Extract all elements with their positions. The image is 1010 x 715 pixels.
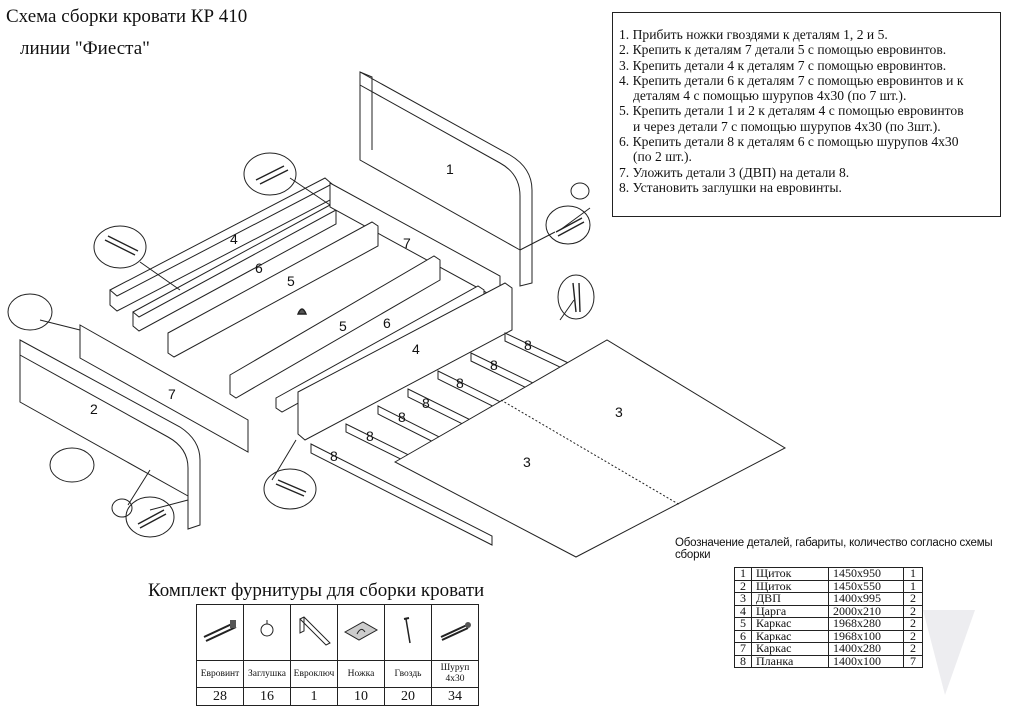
center-board-a <box>167 221 379 358</box>
part-label-8: 8 <box>524 337 532 353</box>
hardware-name: Евроключ <box>290 660 338 688</box>
part-label-5: 5 <box>287 273 295 289</box>
instruction-line: 2. Крепить к деталям 7 детали 5 с помощь… <box>619 42 947 58</box>
instruction-line: 3. Крепить детали 4 к деталям 7 с помощь… <box>619 57 947 73</box>
part-label-6: 6 <box>255 260 263 276</box>
part-label-4: 4 <box>230 231 238 247</box>
part-label-8: 8 <box>456 375 464 391</box>
parts-cell-dim: 1400х100 <box>828 654 904 668</box>
headboard-panel <box>359 71 533 287</box>
instruction-line: и через детали 7 с помощью шурупов 4х30 … <box>633 118 941 134</box>
instruction-line: 4. Крепить детали 6 к деталям 7 с помощь… <box>619 72 964 88</box>
hardware-title: Комплект фурнитуры для сборки кровати <box>148 580 485 601</box>
instruction-line: 5. Крепить детали 1 и 2 к деталям 4 с по… <box>619 103 964 119</box>
part-label-3: 3 <box>615 404 623 420</box>
hardware-name: Евровинт <box>196 660 244 688</box>
leg-icon <box>49 447 95 483</box>
watermark-icon <box>923 610 975 695</box>
hex-key-icon <box>290 604 338 661</box>
leg-icon <box>337 604 385 661</box>
hardware-qty: 16 <box>243 687 291 706</box>
parts-cell-q: 7 <box>903 654 923 668</box>
parts-cell-n: 8 <box>734 654 752 668</box>
hardware-qty: 20 <box>384 687 432 706</box>
part-label-6: 6 <box>383 315 391 331</box>
eurobolt-icon <box>196 604 244 661</box>
part-label-8: 8 <box>398 409 406 425</box>
eurobolt-icon <box>545 205 591 245</box>
part-label-7: 7 <box>403 235 411 251</box>
page-title: Схема сборки кровати КР 410 <box>6 6 248 27</box>
part-label-1: 1 <box>446 161 454 177</box>
hardware-qty: 28 <box>196 687 244 706</box>
hardware-qty: 10 <box>337 687 385 706</box>
instruction-line: 6. Крепить детали 8 к деталям 6 с помощь… <box>619 134 959 150</box>
hardware-table: Евровинт Заглушка Евроключ Ножка Гвоздь … <box>196 604 479 706</box>
cap-icon <box>570 182 590 200</box>
cap-icon <box>243 604 291 661</box>
slat <box>310 443 493 546</box>
instruction-line: деталям 4 с помощью шурупов 4х30 (по 7 ш… <box>633 88 907 104</box>
eurobolt-icon <box>263 468 317 510</box>
instruction-line: 1. Прибить ножки гвоздями к деталям 1, 2… <box>619 27 888 42</box>
fiberboard-sheet <box>393 339 787 558</box>
screw-icon <box>557 274 595 320</box>
hardware-name: Ножка <box>337 660 385 688</box>
hardware-name: Заглушка <box>243 660 291 688</box>
hardware-name: Гвоздь <box>384 660 432 688</box>
parts-caption: Обозначение деталей, габариты, количеств… <box>675 537 993 561</box>
screw-icon <box>431 604 479 661</box>
cap-icon <box>111 498 133 518</box>
parts-cell-name: Планка <box>751 654 829 668</box>
eurobolt-icon <box>93 225 147 269</box>
part-label-8: 8 <box>490 357 498 373</box>
leg-icon <box>7 293 53 331</box>
part-label-8: 8 <box>366 428 374 444</box>
part-label-5: 5 <box>339 318 347 334</box>
instruction-line: 8. Установить заглушки на евровинты. <box>619 179 842 195</box>
instruction-line: 7. Уложить детали 3 (ДВП) на детали 8. <box>619 164 850 180</box>
part-label-8: 8 <box>422 395 430 411</box>
eurobolt-icon <box>243 152 297 196</box>
part-label-4: 4 <box>412 341 420 357</box>
eurobolt-icon <box>125 496 175 538</box>
hardware-name: Шуруп 4х30 <box>431 660 479 688</box>
center-board-b <box>229 255 441 399</box>
instruction-line: (по 2 шт.). <box>633 149 692 165</box>
side-rail-near <box>297 282 513 441</box>
end-frame-near <box>79 324 249 453</box>
assembly-instructions: 1. Прибить ножки гвоздями к деталям 1, 2… <box>612 12 1001 217</box>
nail-icon <box>384 604 432 661</box>
part-label-3: 3 <box>523 454 531 470</box>
hardware-qty: 34 <box>431 687 479 706</box>
hardware-qty: 1 <box>290 687 338 706</box>
part-label-7: 7 <box>168 386 176 402</box>
part-label-8: 8 <box>330 448 338 464</box>
part-label-2: 2 <box>90 401 98 417</box>
footboard-panel <box>19 339 201 530</box>
page-subtitle: линии "Фиеста" <box>20 38 150 59</box>
